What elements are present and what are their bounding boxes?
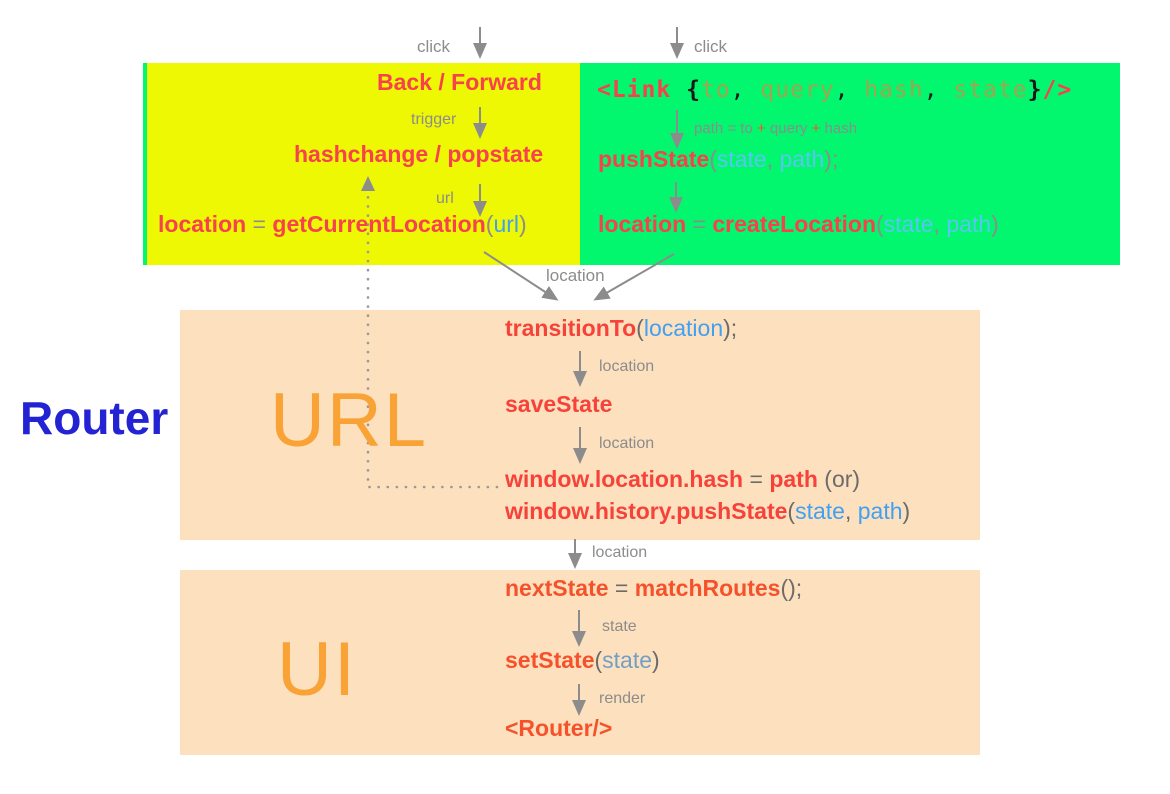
set-state-code: setState(state) — [505, 647, 660, 673]
location-label-1: location — [599, 358, 655, 375]
hashchange-popstate-label: hashchange / popstate — [294, 141, 544, 167]
save-state-code: saveState — [505, 391, 613, 417]
url-layer-box — [180, 310, 980, 540]
transition-to-code: transitionTo(location); — [505, 315, 738, 341]
router-title: Router — [20, 392, 169, 444]
url-label: url — [436, 190, 454, 207]
back-forward-label: Back / Forward — [377, 69, 542, 95]
click-right-label: click — [694, 37, 728, 56]
url-big-label: URL — [270, 378, 429, 463]
link-component-box — [580, 63, 1120, 265]
create-location-code: location = createLocation(state, path) — [598, 211, 999, 237]
location-label-3: location — [592, 544, 648, 561]
trigger-label: trigger — [411, 111, 457, 128]
location-label-2: location — [599, 435, 655, 452]
location-converge-label: location — [546, 266, 605, 285]
browser-events-box — [143, 63, 580, 265]
link-jsx-code: <Link {to, query, hash, state}/> — [597, 77, 1073, 103]
push-state-code: pushState(state, path); — [598, 146, 839, 172]
ui-layer-box — [180, 570, 980, 755]
get-current-location-code: location = getCurrentLocation(url) — [158, 211, 527, 237]
next-state-match-routes-code: nextState = matchRoutes(); — [505, 575, 803, 601]
state-label: state — [602, 618, 637, 635]
path-composition-label: path = to + query + hash — [694, 120, 858, 137]
ui-big-label: UI — [277, 627, 357, 712]
window-history-pushstate-code: window.history.pushState(state, path) — [505, 498, 911, 524]
render-label: render — [599, 690, 646, 707]
router-jsx-code: <Router/> — [505, 715, 613, 741]
click-left-label: click — [417, 37, 451, 56]
window-location-hash-code: window.location.hash = path (or) — [505, 466, 861, 492]
